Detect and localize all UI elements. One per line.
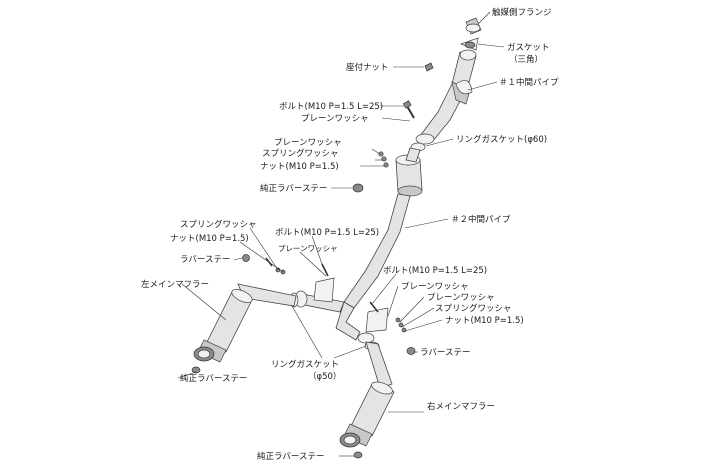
- bolt-top: [402, 100, 415, 119]
- label-pipe2: ＃２中間パイプ: [451, 214, 511, 225]
- label-washer-top: プレーンワッシャ: [301, 114, 369, 124]
- label-gasket: ガスケット: [507, 42, 550, 53]
- label-nut-left: ナット(M10 P=1.5): [170, 234, 249, 244]
- label-rubber-stay-right: ラバーステー: [420, 348, 471, 358]
- label-main-muffler-left: 左メインマフラー: [141, 279, 209, 290]
- label-gasket-sub: （三角）: [509, 54, 543, 65]
- resonator: [395, 147, 423, 197]
- triangle-gasket: [460, 37, 479, 51]
- label-rubber-stay-top: 純正ラバーステー: [260, 183, 328, 194]
- label-spring-mid: スプリングワッシャ: [262, 148, 339, 159]
- label-spring-left: スプリングワッシャ: [180, 219, 257, 230]
- label-seat-nut: 座付ナット: [346, 62, 389, 73]
- label-rubber-stay-left: ラバーステー: [180, 255, 231, 265]
- label-bolt-top: ボルト(M10 P=1.5 L=25): [279, 102, 383, 112]
- label-bolt-left: ボルト(M10 P=1.5 L=25): [275, 228, 379, 238]
- label-washer-right2: プレーンワッシャ: [427, 293, 495, 303]
- left-main-muffler: [191, 283, 297, 374]
- hardware-left: [242, 254, 329, 277]
- hardware-mid: [378, 151, 389, 168]
- label-pipe1: ＃１中間パイプ: [499, 77, 559, 88]
- label-ring-gasket-60: リングガスケット(φ60): [456, 134, 547, 145]
- label-nut-mid: ナット(M10 P=1.5): [260, 162, 339, 172]
- label-washer-right: プレーンワッシャ: [401, 282, 469, 292]
- leader-lines: [177, 11, 505, 457]
- label-nut-right: ナット(M10 P=1.5): [445, 316, 524, 326]
- catalyst-flange: [465, 17, 482, 35]
- label-main-muffler-right: 右メインマフラー: [427, 401, 495, 412]
- label-rubber-stay-bottom-left: 純正ラバーステー: [180, 373, 248, 384]
- label-bolt-right: ボルト(M10 P=1.5 L=25): [383, 266, 487, 276]
- label-ring-gasket-50-sub: （φ50）: [308, 371, 341, 382]
- rubber-stay-top: [352, 183, 364, 193]
- label-rubber-stay-bottom-right: 純正ラバーステー: [257, 451, 325, 462]
- hanger-plates: [313, 277, 389, 333]
- label-washer-mid: プレーンワッシャ: [274, 138, 342, 148]
- seat-nut: [424, 62, 434, 72]
- pipe-1: [415, 49, 477, 145]
- right-main-muffler: [339, 341, 395, 459]
- label-catalyst-flange: 触媒側フランジ: [492, 7, 552, 18]
- pipe-2: [294, 193, 411, 344]
- label-washer-left: プレーンワッシャ: [278, 244, 338, 253]
- label-ring-gasket-50: リングガスケット: [271, 359, 339, 370]
- label-spring-right: スプリングワッシャ: [435, 303, 512, 314]
